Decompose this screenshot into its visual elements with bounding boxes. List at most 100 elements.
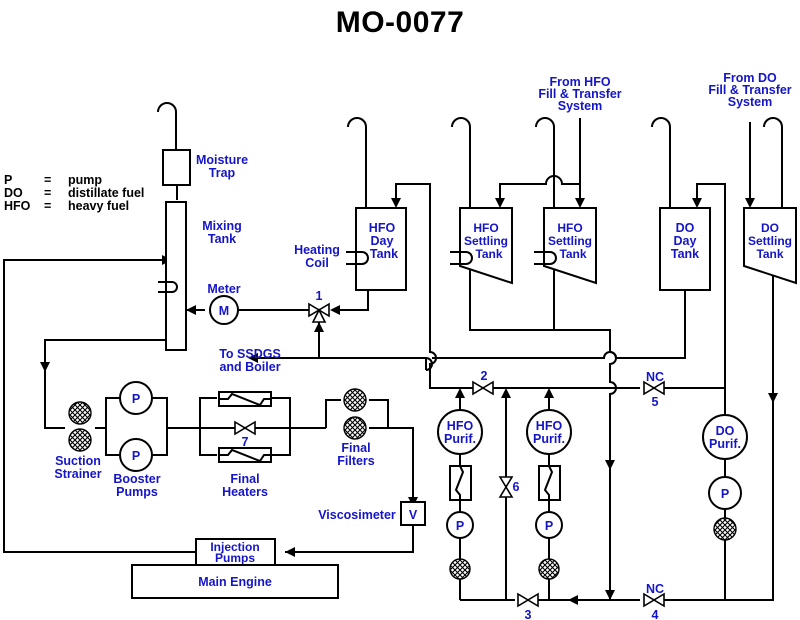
do-day-tank	[659, 207, 711, 291]
valve-3-label: 3	[525, 608, 532, 620]
legend-abbr: HFO	[4, 199, 31, 213]
valve-4[interactable]	[643, 592, 665, 608]
valve-4-state: NC	[646, 582, 664, 596]
legend-eq: =	[44, 199, 52, 213]
do-settling-tank	[743, 207, 797, 285]
strainer-icon	[449, 558, 471, 580]
valve-2-label: 2	[481, 369, 488, 383]
main-engine-label: Main Engine	[198, 575, 272, 589]
meter	[209, 295, 239, 325]
valve-7-label: 7	[242, 435, 249, 449]
heating-coil-icon	[534, 251, 557, 265]
main-engine	[131, 564, 339, 599]
pump-symbol: P	[456, 519, 464, 533]
valve-6-label: 6	[513, 480, 520, 494]
hfo-settling-tank-2	[543, 207, 597, 285]
valve-5-label: 5	[652, 395, 659, 409]
valve-7[interactable]	[234, 420, 256, 436]
viscosimeter-label: Viscosimeter	[318, 508, 396, 522]
arrow-icon	[501, 388, 511, 398]
legend-row: P = pump	[4, 174, 144, 187]
arrow-icon	[285, 547, 295, 557]
booster-pump-2	[119, 438, 153, 472]
hfo-purifier-pump-2	[535, 511, 563, 539]
arrow-icon	[605, 590, 615, 600]
legend: P = pump DO = distillate fuel HFO = heavy fuel	[4, 174, 144, 213]
valve-6[interactable]	[498, 476, 514, 498]
do-purifier	[702, 414, 748, 460]
strainer-icon	[538, 558, 560, 580]
diagram-title: MO-0077	[335, 6, 465, 39]
pump-symbol: P	[721, 487, 729, 501]
valve-1[interactable]	[308, 302, 330, 323]
legend-eq: =	[44, 186, 52, 200]
viscosimeter	[400, 501, 426, 526]
hfo-purifier-1	[437, 409, 483, 455]
arrow-icon	[40, 362, 50, 372]
arrow-icon	[568, 595, 578, 605]
mixing-tank-outlet-line	[44, 339, 166, 429]
legend-meaning: pump	[68, 173, 103, 187]
filter-icon	[343, 388, 367, 412]
arrow-icon	[248, 353, 258, 363]
heating-coil-icon	[346, 251, 369, 265]
legend-row: HFO = heavy fuel	[4, 200, 144, 213]
arrow-icon	[455, 388, 465, 398]
arrow-icon	[692, 198, 702, 208]
moisture-trap	[162, 149, 191, 186]
viscosimeter-symbol: V	[409, 508, 418, 522]
legend-abbr: P	[4, 173, 13, 187]
vent-pipe	[157, 102, 177, 150]
final-heater-1	[218, 391, 272, 407]
legend-meaning: distillate fuel	[68, 186, 145, 200]
legend-row: DO = distillate fuel	[4, 187, 144, 200]
arrow-icon	[391, 198, 401, 208]
arrow-icon	[186, 305, 196, 315]
valve-5-state: NC	[646, 370, 664, 384]
hfo-purifier-pump-1	[446, 511, 474, 539]
hfo-day-tank	[355, 207, 407, 291]
purifier-heater-2	[538, 465, 561, 501]
valve-5[interactable]	[643, 380, 665, 396]
arrow-icon	[605, 460, 615, 470]
pump-symbol: P	[545, 519, 553, 533]
arrow-icon	[768, 393, 778, 403]
arrow-icon	[314, 322, 324, 332]
do-purifier-pump	[708, 476, 742, 510]
strainer-icon	[68, 401, 92, 425]
valve-2[interactable]	[472, 380, 494, 396]
heating-coil-icon	[450, 251, 473, 265]
hfo-purifier-2	[526, 409, 572, 455]
legend-abbr: DO	[4, 186, 23, 200]
arrow-icon	[544, 388, 554, 398]
valve-3[interactable]	[517, 592, 539, 608]
strainer-icon	[713, 517, 737, 541]
legend-meaning: heavy fuel	[68, 199, 130, 213]
valve-4-label: 4	[652, 608, 659, 620]
final-heater-2	[218, 447, 272, 463]
arrow-icon	[495, 198, 505, 208]
arrow-icon	[575, 198, 585, 208]
piping	[3, 102, 783, 601]
heating-coil-icon	[158, 281, 178, 293]
pump-symbol: P	[132, 449, 140, 463]
legend-eq: =	[44, 173, 52, 187]
booster-pump-1	[119, 381, 153, 415]
